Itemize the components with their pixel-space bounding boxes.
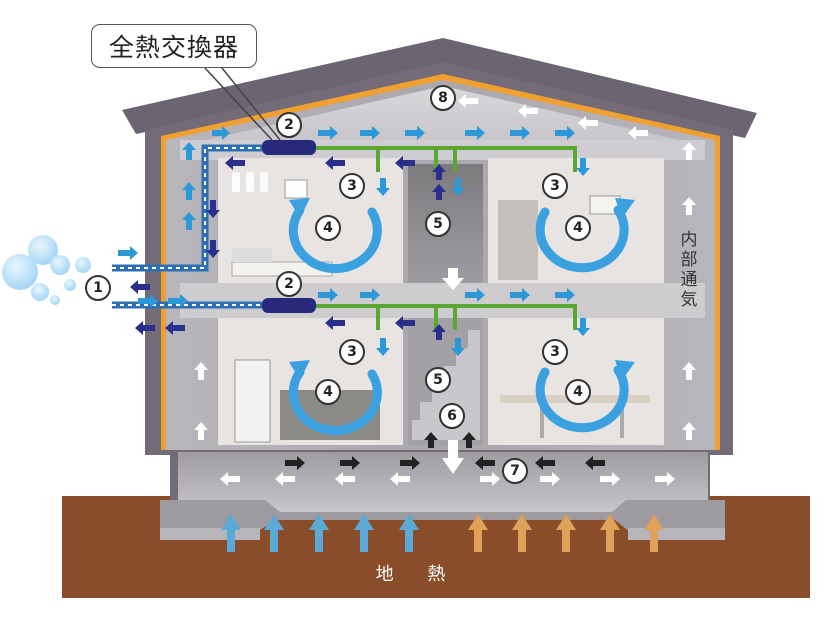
marker-8: 8 <box>430 85 456 111</box>
distribution-duct <box>316 146 577 330</box>
marker-2-upper: 2 <box>276 112 302 138</box>
air-puff-icon <box>2 235 91 305</box>
marker-4-study: 4 <box>565 215 591 241</box>
marker-1: 1 <box>85 275 111 301</box>
marker-3-kitchen: 3 <box>339 339 365 365</box>
marker-3-dining: 3 <box>542 339 568 365</box>
heat-exchanger-icon <box>262 140 316 155</box>
heat-exchanger-icon <box>262 298 316 313</box>
marker-5-upper: 5 <box>425 211 451 237</box>
internal-ventilation-label: 内 部 通 気 <box>680 230 698 310</box>
geothermal-label: 地 熱 <box>375 564 460 585</box>
marker-5-lower: 5 <box>425 367 451 393</box>
flow-arrow-icon <box>118 126 590 356</box>
heat-exchanger-callout: 全熱交換器 <box>91 24 257 68</box>
marker-4-bedroom: 4 <box>315 215 341 241</box>
marker-3-bedroom: 3 <box>339 173 365 199</box>
marker-4-kitchen: 4 <box>315 379 341 405</box>
marker-7: 7 <box>502 458 528 484</box>
marker-6: 6 <box>439 403 465 429</box>
geothermal-warm-arrows <box>468 514 664 552</box>
geothermal-cool-arrows <box>221 514 419 552</box>
roof <box>122 38 757 138</box>
circular-arrow-icon <box>288 205 629 436</box>
marker-4-dining: 4 <box>565 379 591 405</box>
marker-3-study: 3 <box>542 173 568 199</box>
marker-2-lower: 2 <box>276 271 302 297</box>
